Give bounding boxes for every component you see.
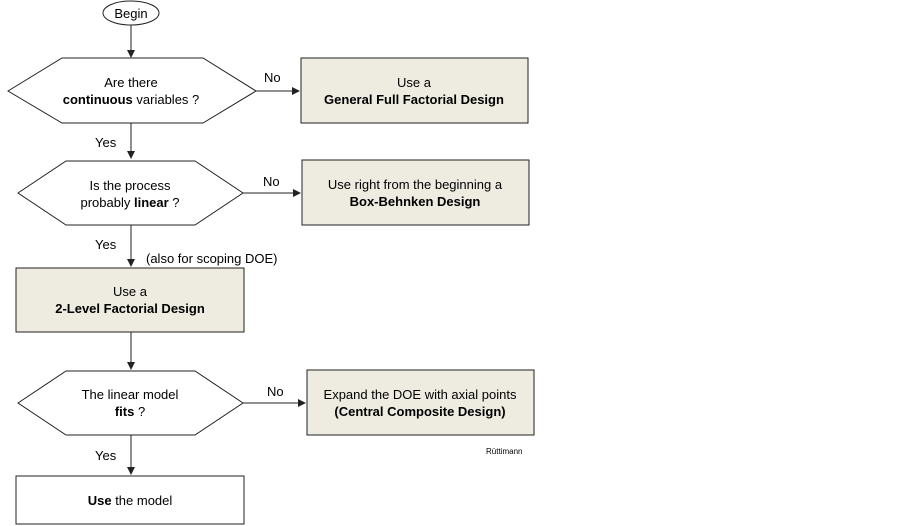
no-label-1: No: [264, 70, 281, 85]
decision1-line2: continuous variables ?: [63, 92, 200, 107]
decision2-line1: Is the process: [90, 178, 171, 193]
box5-label: Use the model: [88, 493, 173, 508]
box2-line2: Box-Behnken Design: [350, 194, 481, 209]
yes-label-3: Yes: [95, 448, 117, 463]
box4-line1: Expand the DOE with axial points: [324, 387, 517, 402]
decision-continuous-variables: [7, 57, 257, 124]
box1-line1: Use a: [397, 75, 432, 90]
decision3-line1: The linear model: [82, 387, 179, 402]
begin-label: Begin: [114, 6, 147, 21]
yes-label-1: Yes: [95, 135, 117, 150]
decision-process-linear: [17, 160, 244, 226]
box-central-composite: [306, 369, 535, 436]
box3-line2: 2-Level Factorial Design: [55, 301, 205, 316]
yes-label-2: Yes: [95, 237, 117, 252]
box-use-the-model: [15, 475, 245, 525]
box2-line1: Use right from the beginning a: [328, 177, 503, 192]
box3-line1: Use a: [113, 284, 148, 299]
no-label-3: No: [267, 384, 284, 399]
box-box-behnken: [301, 159, 530, 226]
decision2-line2: probably linear ?: [80, 195, 179, 210]
box-2-level-factorial: [15, 267, 245, 333]
box1-line2: General Full Factorial Design: [324, 92, 504, 107]
decision1-line1: Are there: [104, 75, 157, 90]
no-label-2: No: [263, 174, 280, 189]
scoping-note: (also for scoping DOE): [146, 251, 278, 266]
box4-line2: (Central Composite Design): [334, 404, 505, 419]
box-general-full-factorial: [300, 57, 529, 124]
author-credit: Rüttimann: [486, 447, 522, 456]
decision3-line2: fits ?: [115, 404, 145, 419]
decision-linear-model-fits: [17, 370, 244, 436]
